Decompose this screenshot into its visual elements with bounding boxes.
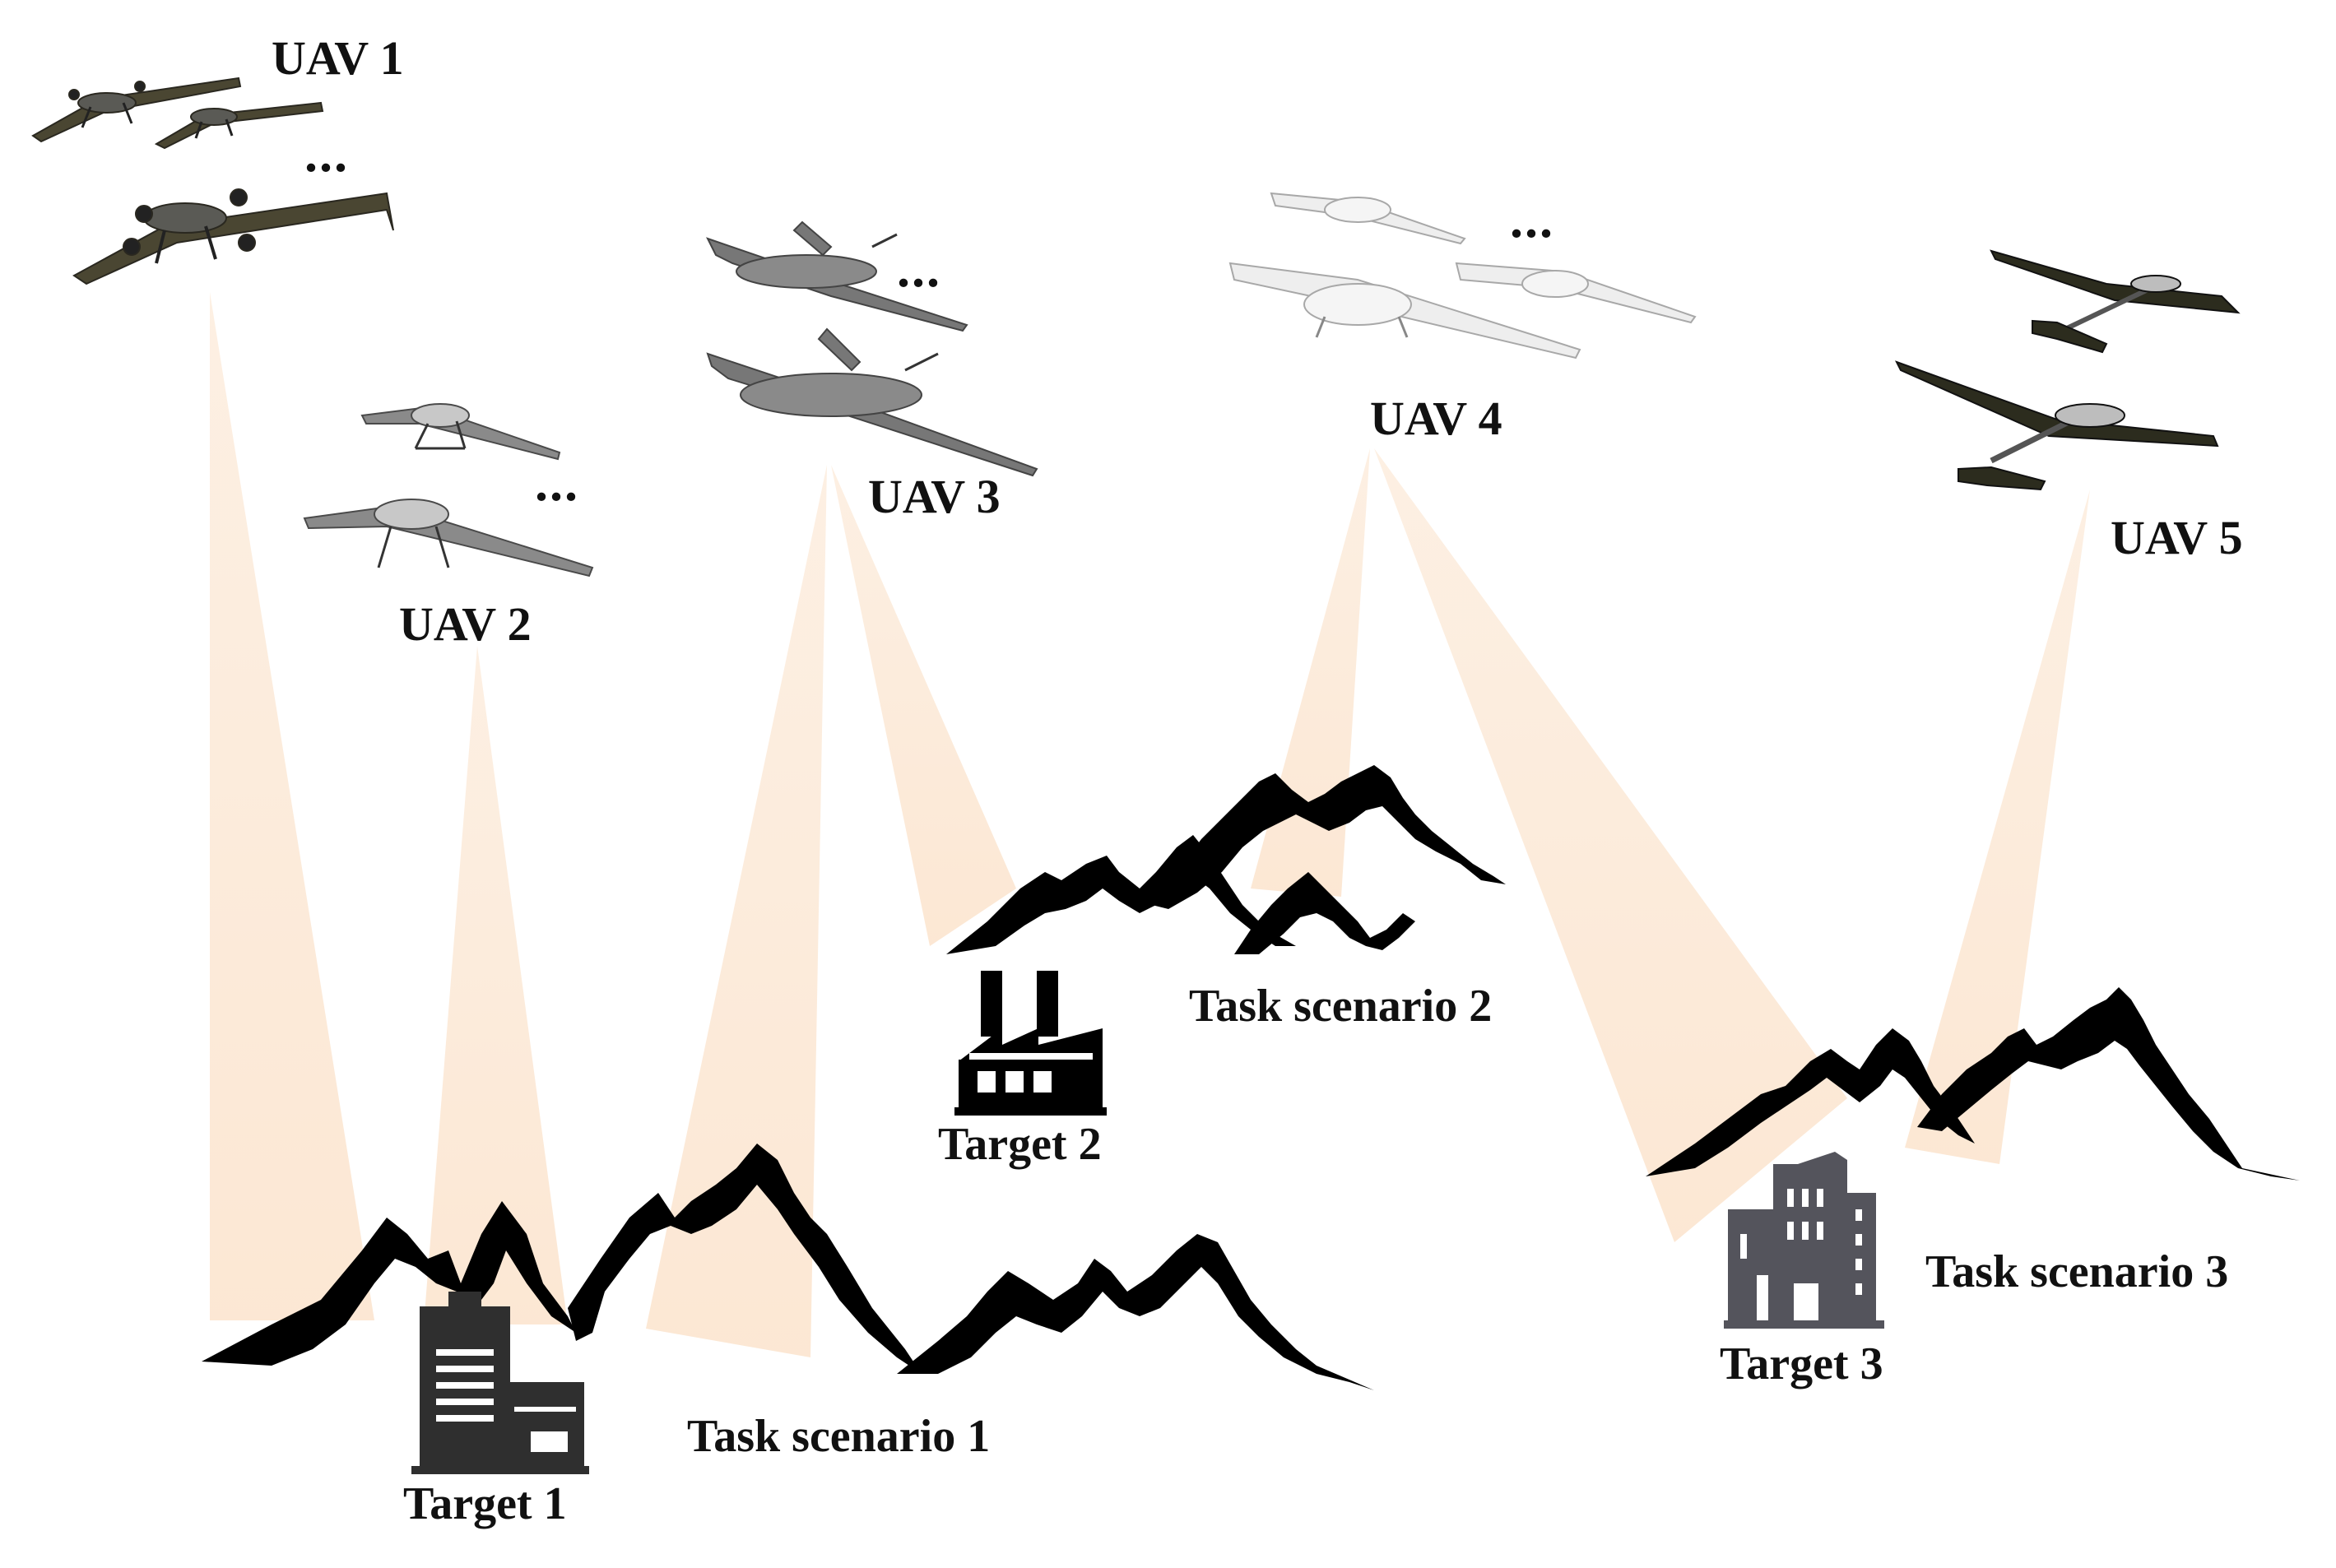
beam-uav1 (210, 292, 374, 1320)
uav3-drone-b (706, 327, 1038, 477)
target1-label: Target 1 (403, 1478, 567, 1529)
uav4-drones (1228, 192, 1697, 360)
office-building-icon (411, 1292, 589, 1474)
beam-uav4-a (1251, 448, 1370, 897)
uav1-ellipsis: ... (304, 124, 349, 183)
uav5-label: UAV 5 (2111, 511, 2243, 564)
uav3-drones (706, 220, 1038, 477)
mountain-ridge-3a (1646, 1028, 1975, 1176)
uav3-drone-a (706, 220, 968, 332)
uav5-drone-b (1894, 360, 2219, 491)
factory-icon (954, 971, 1107, 1116)
uav3-ellipsis: ... (897, 239, 941, 298)
uav2-ellipsis: ... (535, 453, 579, 512)
city-base (1724, 1320, 1884, 1329)
target2-label: Target 2 (938, 1119, 1102, 1170)
mountain-ridge-2c (1234, 872, 1415, 954)
uav1-label: UAV 1 (272, 31, 404, 85)
beam-uav4-b (1374, 448, 1847, 1242)
uav2-label: UAV 2 (399, 597, 532, 651)
factory-chimney-left (981, 971, 1002, 1037)
target3-label: Target 3 (1720, 1338, 1883, 1389)
factory-chimney-right (1037, 971, 1058, 1037)
uav1-drone-c (72, 188, 394, 285)
task-scenario1-label: Task scenario 1 (687, 1411, 991, 1462)
uav3-label: UAV 3 (868, 470, 1001, 523)
uav4-drone-b (1455, 262, 1697, 324)
office-base (411, 1466, 589, 1474)
uav5-drones (1894, 249, 2241, 491)
mountain-ridge-1c (897, 1234, 1374, 1390)
uav4-ellipsis: ... (1510, 190, 1554, 248)
mountains-scenario-3 (1646, 987, 2300, 1181)
office-roof-cap (448, 1292, 481, 1308)
city-buildings-icon (1724, 1152, 1884, 1329)
office-annex-roof (510, 1382, 584, 1399)
mountain-ridge-1b (568, 1144, 922, 1374)
uav1-drone-a (31, 77, 242, 143)
uav4-drone-c (1228, 262, 1581, 360)
city-tower-top (1773, 1152, 1847, 1172)
mountain-ridge-2b (1152, 765, 1506, 909)
mountains-scenario-1 (202, 1144, 1374, 1390)
uav1-drone-b (154, 101, 324, 150)
uav4-label: UAV 4 (1370, 392, 1502, 445)
task-scenario2-label: Task scenario 2 (1189, 981, 1493, 1032)
beam-uav2 (424, 646, 568, 1324)
factory-base (954, 1107, 1107, 1116)
uav2-drone-b (303, 499, 594, 578)
uav5-drone-a (1990, 249, 2241, 354)
uav2-drones (303, 403, 594, 578)
uav1-drones (31, 77, 394, 285)
uav2-drone-a (360, 403, 561, 461)
task-scenario3-label: Task scenario 3 (1925, 1246, 2229, 1297)
mountain-ridge-3b (1917, 987, 2300, 1181)
mountains-scenario-2 (946, 765, 1506, 954)
uav4-drone-a (1270, 192, 1466, 245)
beam-uav3-b (831, 465, 1016, 946)
mountain-ridge-1a (202, 1201, 576, 1366)
beam-uav3-a (646, 465, 827, 1357)
beam-uav5 (1905, 489, 2090, 1164)
